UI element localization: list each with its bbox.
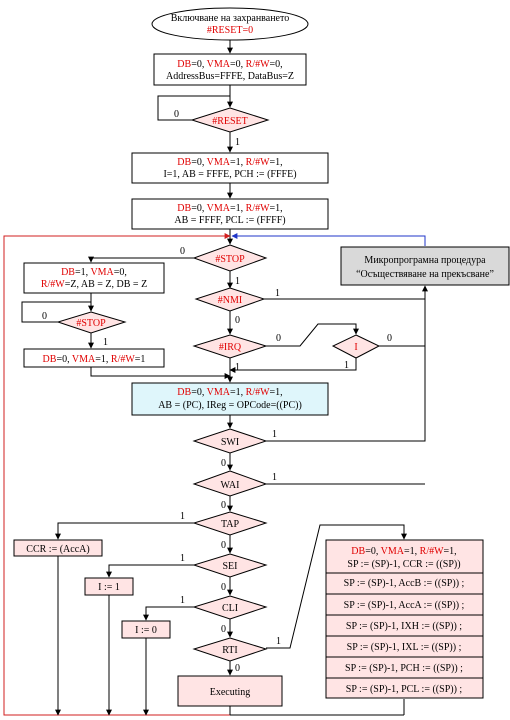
irq-yes-label: 1 [235, 362, 240, 373]
stop-loop-no-label: 0 [42, 311, 47, 322]
i-set-text: I := 1 [98, 582, 120, 593]
irq-decision: #IRQ 0 1 [192, 333, 281, 373]
swi-label: SWI [221, 437, 239, 448]
nmi-yes-label: 1 [275, 288, 280, 299]
wai-yes-label: 1 [272, 472, 277, 483]
cli-decision: CLI 1 0 [180, 595, 268, 635]
stop-state-line2: R/#W=Z, AB = Z, DB = Z [41, 279, 147, 290]
tap-no-label: 0 [221, 540, 226, 551]
reset-decision: #RESET 0 1 [174, 107, 270, 148]
stop-resume-box: DB=0, VMA=1, R/#W=1 [23, 348, 165, 368]
irq-no-label: 0 [276, 333, 281, 344]
rti-yes-label: 1 [276, 636, 281, 647]
stop-yes-label: 1 [235, 276, 240, 287]
i-clear-box: I := 0 [121, 620, 171, 639]
rti-seq-step: SP := (SP)-1, PCL := ((SP)) ; [346, 684, 463, 695]
init3-line1: DB=0, VMA=1, R/#W=1, [177, 203, 282, 214]
wai-no-label: 0 [221, 500, 226, 511]
ccr-text: CCR := (AccA) [26, 544, 89, 555]
rti-seq-head1: DB=0, VMA=1, R/#W=1, [351, 546, 456, 557]
swi-decision: SWI 1 0 [192, 428, 277, 469]
cli-yes-label: 1 [180, 595, 185, 606]
stop-loop-decision: #STOP 0 1 [42, 311, 127, 348]
nmi-decision: #NMI 1 0 [194, 287, 280, 326]
fetch-line1: DB=0, VMA=1, R/#W=1, [177, 387, 282, 398]
stop-no-label: 0 [180, 246, 185, 257]
swi-no-label: 0 [221, 458, 226, 469]
wai-decision: WAI 1 0 [192, 470, 277, 511]
i-clear-text: I := 0 [135, 625, 157, 636]
i-flag-yes-label: 1 [344, 360, 349, 371]
connectors [3, 38, 428, 716]
init2-line2: I=1, AB = FFFE, PCH := (FFFE) [163, 169, 296, 180]
rti-no-label: 0 [235, 663, 240, 674]
irq-label: #IRQ [219, 342, 242, 353]
reset-no-label: 0 [174, 109, 179, 120]
init-step-3: DB=0, VMA=1, R/#W=1, AB = FFFF, PCL := (… [131, 198, 329, 230]
init1-line2: AddressBus=FFFE, DataBus=Z [166, 71, 294, 82]
rti-seq-step: SP := (SP)-1, IXL := ((SP)) ; [347, 642, 462, 653]
stop-state-line1: DB=1, VMA=0, [61, 267, 127, 278]
tap-decision: TAP 1 0 [180, 511, 268, 551]
executing-box: Executing [177, 675, 283, 707]
stop-loop-label: #STOP [76, 318, 106, 329]
nmi-label: #NMI [218, 295, 242, 306]
start-line2: #RESET=0 [207, 25, 253, 36]
stop-resume-line1: DB=0, VMA=1, R/#W=1 [43, 354, 146, 365]
cli-label: CLI [222, 603, 238, 614]
i-flag-decision: I 0 1 [331, 333, 392, 371]
sei-decision: SEI 1 0 [180, 553, 268, 593]
swi-yes-label: 1 [272, 429, 277, 440]
start-node: Включване на захранването #RESET=0 [151, 7, 309, 41]
init3-line2: AB = FFFF, PCL := (FFFF) [174, 215, 285, 226]
nmi-no-label: 0 [235, 315, 240, 326]
fetch-box: DB=0, VMA=1, R/#W=1, AB = (PC), IReg = O… [131, 382, 329, 416]
rti-seq-head2: SP := (SP)-1, CCR := ((SP)) [347, 559, 460, 570]
rti-seq-step: SP := (SP)-1, AccB := ((SP)) ; [344, 578, 465, 589]
init1-line1: DB=0, VMA=0, R/#W=0, [177, 59, 282, 70]
stop-state-box: DB=1, VMA=0, R/#W=Z, AB = Z, DB = Z [23, 262, 165, 294]
executing-text: Executing [210, 687, 251, 698]
sei-no-label: 0 [221, 582, 226, 593]
interrupt-procedure-box: Микропрограмна процедура “Осъществяване … [340, 246, 510, 286]
ccr-box: CCR := (AccA) [13, 539, 103, 557]
i-flag-no-label: 0 [387, 333, 392, 344]
stop-loop-yes-label: 1 [103, 337, 108, 348]
cli-no-label: 0 [221, 624, 226, 635]
tap-label: TAP [221, 519, 240, 530]
rti-seq-step: SP := (SP)-1, AccA := ((SP)) ; [344, 600, 465, 611]
stop-label: #STOP [215, 254, 245, 265]
rti-seq-step: SP := (SP)-1, PCH := ((SP)) ; [345, 663, 463, 674]
rti-decision: RTI 1 0 [192, 636, 281, 674]
tap-yes-label: 1 [180, 511, 185, 522]
wai-label: WAI [221, 480, 240, 491]
i-set-box: I := 1 [84, 577, 134, 596]
init-step-2: DB=0, VMA=1, R/#W=1, I=1, AB = FFFE, PCH… [131, 152, 329, 184]
sei-yes-label: 1 [180, 553, 185, 564]
interrupt-proc-line1: Микропрограмна процедура [364, 255, 486, 266]
interrupt-proc-line2: “Осъществяване на прекъсване” [356, 269, 494, 280]
init2-line1: DB=0, VMA=1, R/#W=1, [177, 157, 282, 168]
rti-label: RTI [222, 645, 238, 656]
reset-label: #RESET [212, 116, 248, 127]
init-step-1: DB=0, VMA=0, R/#W=0, AddressBus=FFFE, Da… [153, 53, 307, 86]
start-line1: Включване на захранването [171, 13, 289, 24]
rti-sequence: DB=0, VMA=1, R/#W=1, SP := (SP)-1, CCR :… [325, 539, 484, 699]
sei-label: SEI [223, 561, 238, 572]
fetch-line2: AB = (PC), IReg = OPCode=((PC)) [158, 400, 302, 411]
stop-decision: #STOP 0 1 [180, 244, 268, 287]
rti-seq-step: SP := (SP)-1, IXH := ((SP)) ; [346, 621, 462, 632]
i-flag-label: I [354, 342, 357, 353]
reset-yes-label: 1 [235, 137, 240, 148]
